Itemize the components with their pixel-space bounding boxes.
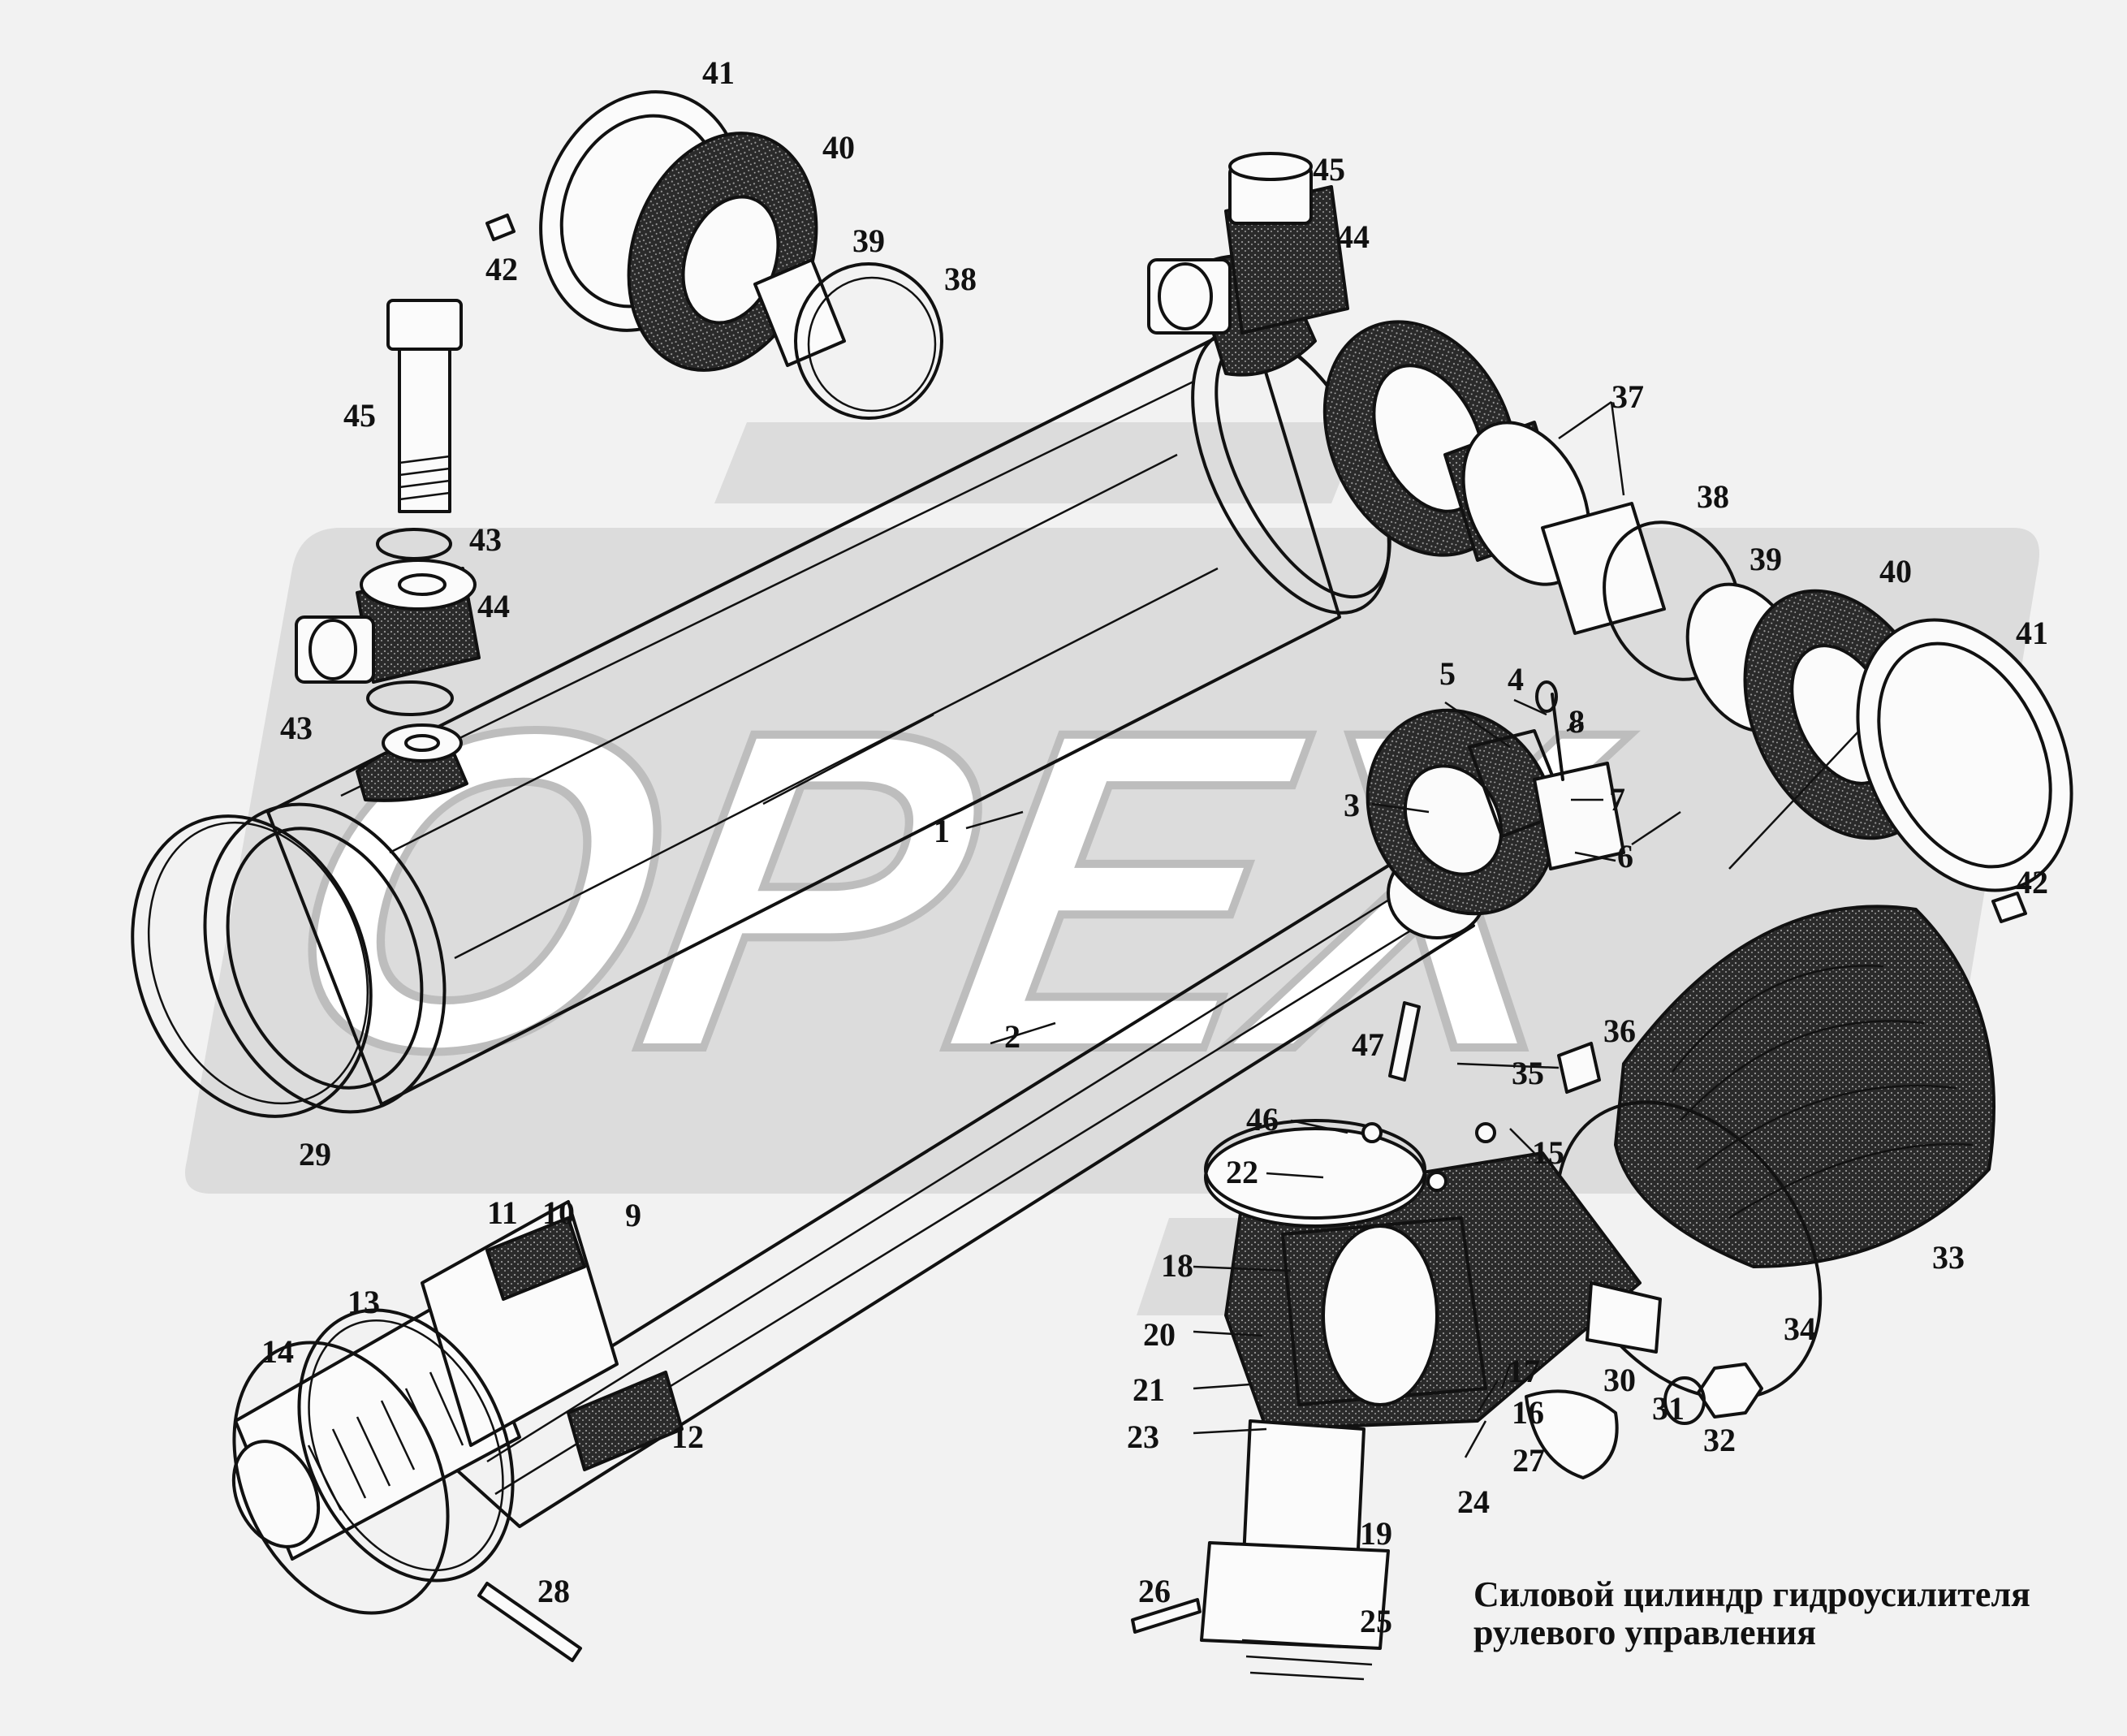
callout-46: 46 bbox=[1246, 1101, 1279, 1138]
callout-3: 3 bbox=[1344, 787, 1360, 823]
callout-17: 17 bbox=[1508, 1353, 1540, 1389]
callout-28: 28 bbox=[537, 1573, 570, 1609]
end-cap-right bbox=[1322, 320, 2073, 923]
callout-15: 15 bbox=[1532, 1134, 1564, 1171]
callout-23: 23 bbox=[1127, 1419, 1159, 1455]
callout-10: 10 bbox=[542, 1194, 575, 1231]
callout-30: 30 bbox=[1603, 1362, 1636, 1398]
callout-13: 13 bbox=[347, 1284, 380, 1320]
callout-39-right: 39 bbox=[1749, 541, 1782, 577]
callout-33: 33 bbox=[1932, 1239, 1965, 1276]
snap-ring-29 bbox=[131, 814, 373, 1118]
end-cap-top bbox=[485, 90, 943, 420]
leader-lines bbox=[965, 400, 1860, 1458]
callout-37: 37 bbox=[1611, 378, 1644, 415]
callout-5: 5 bbox=[1439, 655, 1456, 692]
callout-45-top: 45 bbox=[1313, 151, 1345, 188]
callout-12: 12 bbox=[671, 1419, 704, 1455]
callout-43-bottom: 43 bbox=[280, 710, 313, 746]
callout-7: 7 bbox=[1609, 781, 1625, 818]
callout-38-right: 38 bbox=[1697, 478, 1729, 515]
callout-19: 19 bbox=[1360, 1515, 1392, 1552]
title-line-1: Силовой цилиндр гидроусилителя bbox=[1473, 1574, 2030, 1614]
callout-43-top: 43 bbox=[469, 521, 502, 558]
callout-16: 16 bbox=[1512, 1394, 1544, 1431]
callout-41-top: 41 bbox=[702, 54, 735, 91]
callout-9: 9 bbox=[625, 1197, 641, 1233]
banjo-fitting-left bbox=[295, 299, 481, 716]
callout-14: 14 bbox=[261, 1333, 294, 1370]
callout-4: 4 bbox=[1508, 661, 1524, 697]
callout-2: 2 bbox=[1004, 1018, 1020, 1055]
piston-assembly bbox=[231, 1200, 684, 1662]
callout-38-top: 38 bbox=[944, 261, 977, 297]
title-line-2: рулевого управления bbox=[1473, 1613, 1816, 1652]
callout-36: 36 bbox=[1603, 1013, 1636, 1049]
callout-24: 24 bbox=[1457, 1483, 1490, 1520]
rod-end-clamp bbox=[1366, 680, 1625, 916]
callout-20: 20 bbox=[1143, 1316, 1176, 1353]
callout-21: 21 bbox=[1133, 1371, 1165, 1408]
callout-44-top: 44 bbox=[1337, 218, 1370, 255]
callout-1: 1 bbox=[934, 813, 950, 849]
callout-45-left: 45 bbox=[343, 397, 376, 434]
callout-47: 47 bbox=[1352, 1026, 1384, 1063]
ball-joint-assembly bbox=[1131, 1001, 1763, 1681]
callout-34: 34 bbox=[1784, 1311, 1816, 1347]
callout-39-top: 39 bbox=[852, 222, 885, 259]
callout-27: 27 bbox=[1512, 1442, 1545, 1479]
callout-8: 8 bbox=[1568, 703, 1585, 740]
diagram-title: Силовой цилиндр гидроусилителя рулевого … bbox=[1473, 1574, 2030, 1652]
callout-35: 35 bbox=[1512, 1055, 1544, 1091]
callout-22: 22 bbox=[1226, 1154, 1258, 1190]
callout-42-top: 42 bbox=[485, 251, 518, 287]
banjo-fitting-top bbox=[1147, 152, 1349, 335]
callout-11: 11 bbox=[487, 1194, 518, 1231]
callout-40-right: 40 bbox=[1879, 553, 1912, 589]
callout-41-right: 41 bbox=[2016, 615, 2048, 651]
rubber-boot bbox=[1555, 905, 1995, 1401]
callout-42-right: 42 bbox=[2016, 864, 2048, 900]
callout-6: 6 bbox=[1617, 838, 1633, 874]
callout-40-top: 40 bbox=[822, 129, 855, 166]
callout-29: 29 bbox=[299, 1136, 331, 1172]
callout-26: 26 bbox=[1138, 1573, 1171, 1609]
callout-labels: 1 2 3 4 5 6 7 8 9 10 11 12 13 14 15 16 1… bbox=[261, 54, 2048, 1639]
callout-31: 31 bbox=[1652, 1390, 1685, 1427]
callout-32: 32 bbox=[1703, 1422, 1736, 1458]
callout-25: 25 bbox=[1360, 1603, 1392, 1639]
callout-44-left: 44 bbox=[477, 588, 510, 624]
callout-18: 18 bbox=[1161, 1247, 1193, 1284]
